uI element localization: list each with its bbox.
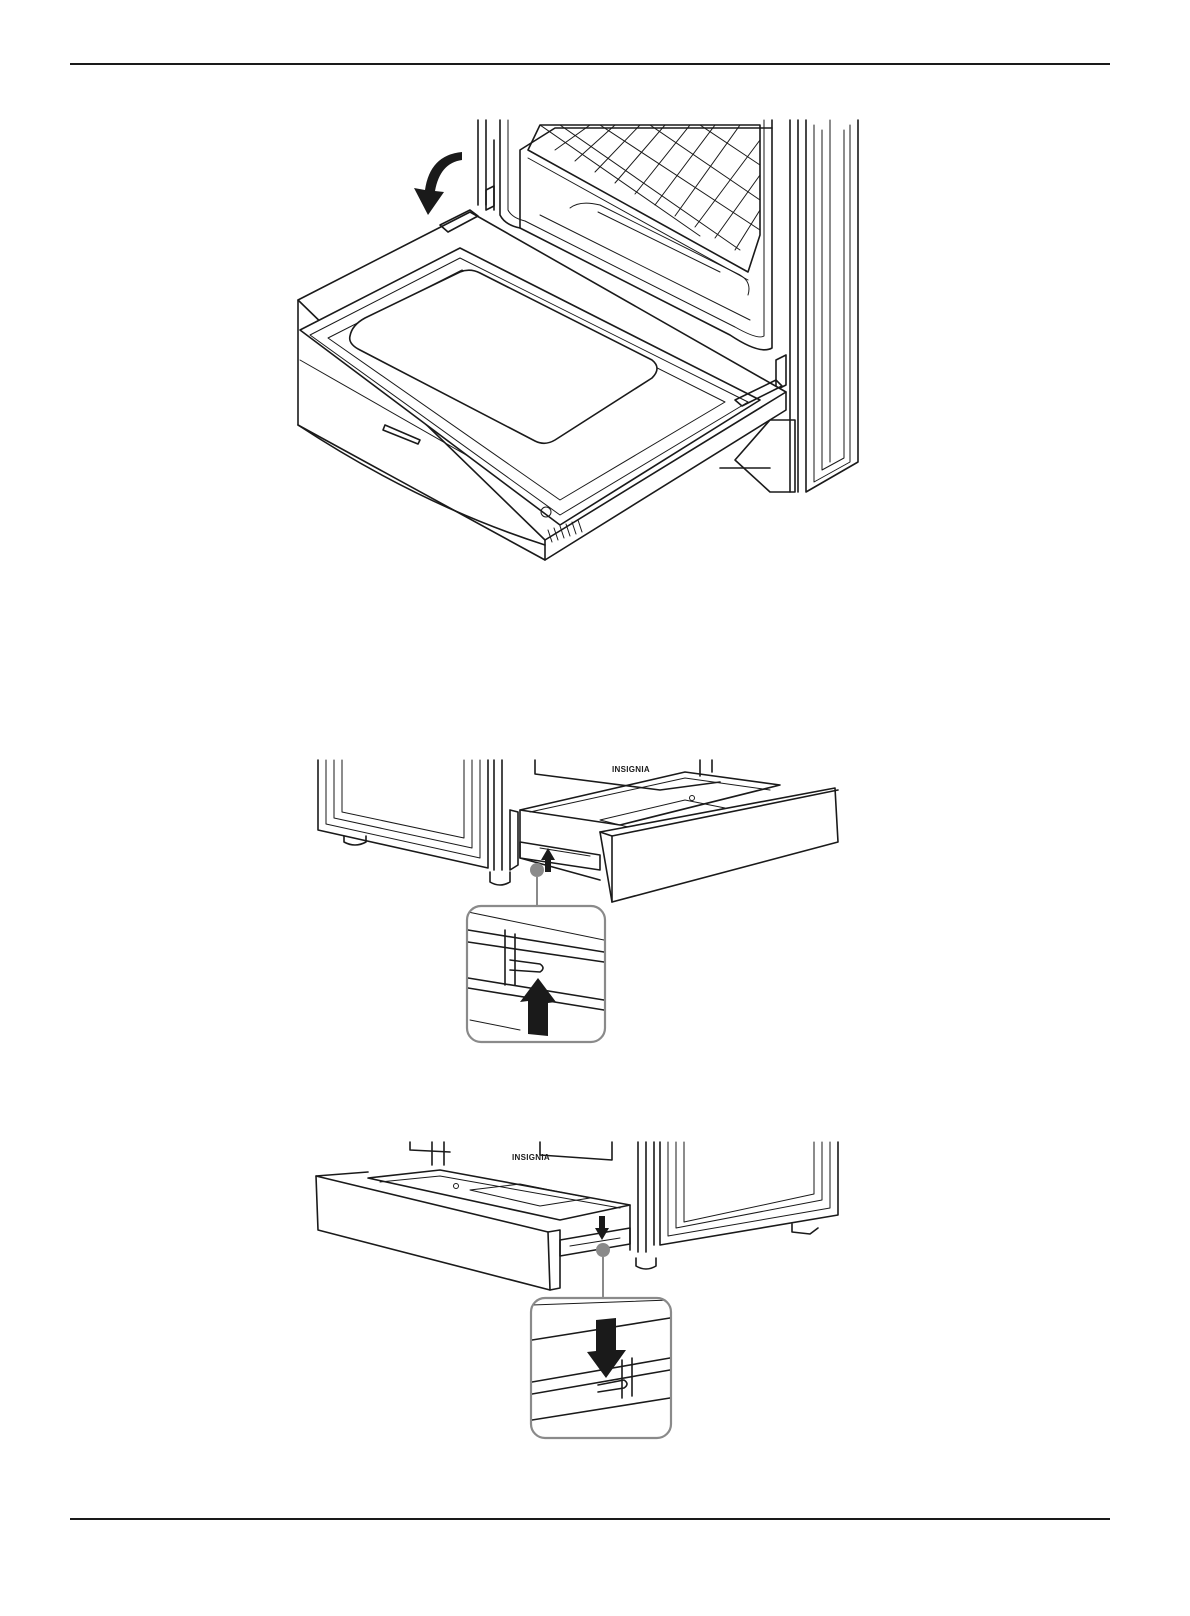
brand-label-2: INSIGNIA (512, 1153, 550, 1162)
small-arrow-down-icon (595, 1216, 609, 1240)
storage-drawer-2 (316, 1170, 630, 1290)
detail-inset-press (531, 1298, 671, 1438)
detail-callout-dot-2 (596, 1243, 610, 1257)
